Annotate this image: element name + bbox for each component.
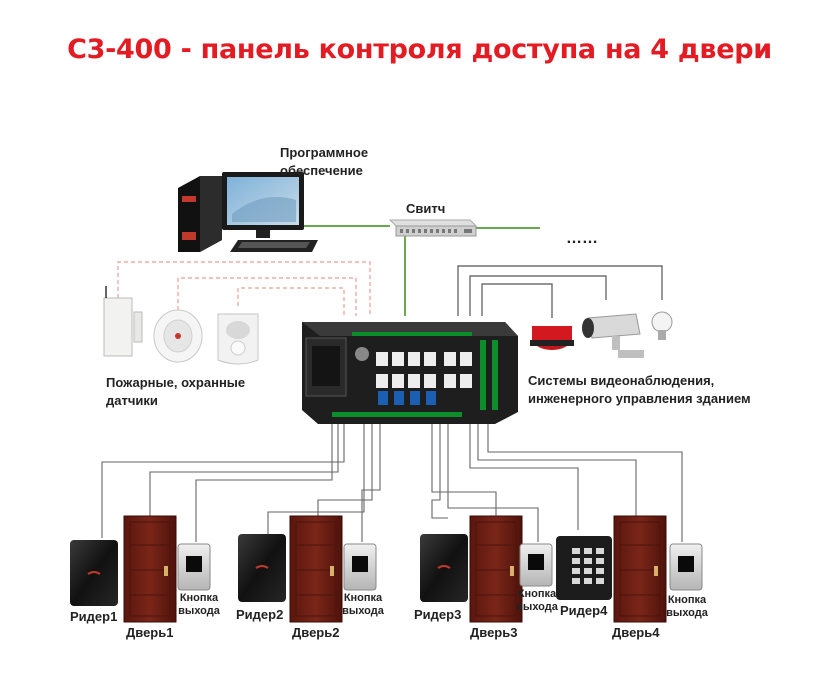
- door-4-label: Дверь4: [612, 625, 660, 640]
- magnetic-sensor-icon: [103, 286, 143, 357]
- door-2-icon: [289, 515, 343, 623]
- switch-icon: [388, 219, 478, 237]
- controller-panel-icon: [302, 322, 518, 424]
- keypad-reader-4-icon: [556, 536, 612, 600]
- reader-1-label: Ридер1: [70, 609, 118, 624]
- lamp-icon: [651, 311, 673, 340]
- door-1-label: Дверь1: [126, 625, 174, 640]
- exit-button-1-label: Кнопка выхода: [178, 592, 220, 617]
- door-4-icon: [613, 515, 667, 623]
- camera-icon: [582, 313, 644, 358]
- reader-1-icon: [70, 540, 118, 606]
- software-label: Программное обеспечение: [280, 145, 369, 178]
- computer-icon: [178, 172, 318, 252]
- sensor-wires: [117, 261, 371, 316]
- reader-2-label: Ридер2: [236, 607, 284, 622]
- exit-button-2-label: Кнопка выхода: [342, 592, 384, 617]
- exit-button-2-icon: [343, 543, 377, 591]
- exit-button-3-label: Кнопка выхода: [516, 588, 558, 613]
- reader-3-icon: [420, 534, 468, 602]
- reader-3-label: Ридер3: [414, 607, 462, 622]
- exit-button-3-icon: [519, 543, 553, 587]
- reader-4-label: Ридер4: [560, 603, 608, 618]
- sensors-label: Пожарные, охранные датчики: [106, 375, 246, 408]
- exit-button-4-icon: [669, 543, 703, 591]
- door-3-label: Дверь3: [470, 625, 518, 640]
- reader-2-icon: [238, 534, 286, 602]
- exit-button-4-label: Кнопка выхода: [666, 594, 708, 619]
- door-3-icon: [469, 515, 523, 623]
- page-title: C3-400 - панель контроля доступа на 4 дв…: [67, 34, 772, 65]
- ellipsis-label: ……: [566, 230, 598, 247]
- siren-icon: [530, 326, 574, 350]
- door-wires: [101, 420, 683, 542]
- switch-label: Свитч: [406, 201, 446, 216]
- door-2-label: Дверь2: [292, 625, 340, 640]
- exit-button-1-icon: [177, 543, 211, 591]
- smoke-detector-icon: [153, 309, 203, 363]
- motion-sensor-icon: [217, 313, 259, 365]
- door-1-icon: [123, 515, 177, 623]
- network-lines: [302, 225, 540, 316]
- systems-wires: [457, 265, 663, 318]
- systems-label: Системы видеонаблюдения, инженерного упр…: [528, 373, 751, 406]
